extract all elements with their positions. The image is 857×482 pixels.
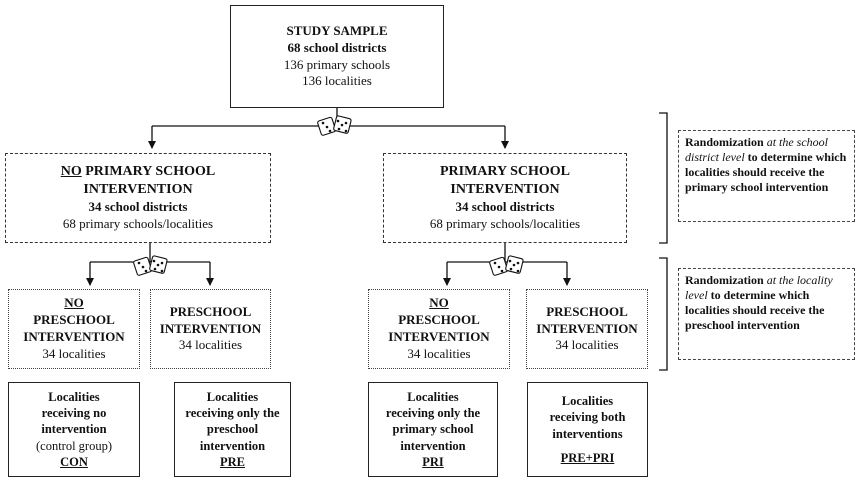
bracket-district [659, 112, 668, 244]
group-box-con: Localities receiving no intervention (co… [8, 382, 140, 477]
no-label: NO [60, 163, 82, 179]
arm-title-line2: INTERVENTION [388, 329, 490, 344]
arm-count: 34 localities [42, 345, 106, 361]
study-sample-box: STUDY SAMPLE 68 school districts 136 pri… [230, 5, 444, 108]
arm-title-line1: PRESCHOOL [169, 303, 252, 319]
bracket-locality [659, 257, 668, 371]
arm-count: 34 localities [555, 337, 619, 353]
group-code: PRI [422, 454, 444, 469]
arm-title-line2: INTERVENTION [23, 329, 125, 344]
arm-count: 34 localities [178, 337, 243, 353]
arm-title-line1: PRESCHOOL [546, 303, 628, 319]
group-line1: Localities [407, 389, 459, 404]
group-line1: Localities [561, 394, 614, 408]
note-bold-start: Randomization [685, 135, 767, 149]
arm-title-line1: PRESCHOOL [33, 312, 115, 328]
group-line2: receiving both [549, 410, 626, 425]
arm-title-line2: INTERVENTION [159, 320, 262, 336]
arm-box-no-preschool-left: NO PRESCHOOL INTERVENTION 34 localities [8, 289, 140, 369]
group-box-pre-pri: Localities receiving both interventions … [527, 382, 648, 477]
group-code: PRE [220, 454, 245, 469]
arm-box-preschool-left: PRESCHOOL INTERVENTION 34 localities [150, 289, 271, 369]
randomization-locality-note: Randomization at the locality level to d… [678, 268, 855, 360]
group-line2: receiving only the [185, 406, 280, 421]
note-bold-end: to determine which localities should rec… [685, 150, 847, 194]
no-primary-title-line1: NO PRIMARY SCHOOL [61, 163, 216, 181]
dice-icon [133, 255, 168, 276]
group-line3: primary school [392, 422, 474, 437]
arm-title-line2: INTERVENTION [536, 320, 638, 336]
group-line4: (control group) [35, 438, 113, 453]
no-primary-title-rest: PRIMARY SCHOOL [81, 163, 216, 179]
group-box-pre: Localities receiving only the preschool … [174, 382, 291, 477]
group-line4: intervention [199, 438, 266, 453]
primary-schools: 68 primary schools/localities [429, 216, 581, 232]
group-code: PRE+PRI [560, 450, 615, 465]
group-line3: intervention [41, 422, 107, 437]
study-sample-districts: 68 school districts [287, 39, 387, 55]
note-italic: the locality level [685, 273, 833, 302]
arm-count: 34 localities [407, 345, 471, 361]
group-code: CON [60, 454, 88, 469]
group-line1: Localities [206, 389, 259, 404]
group-box-pri: Localities receiving only the primary sc… [368, 382, 498, 477]
group-line4: intervention [400, 438, 466, 453]
group-line3: interventions [552, 426, 623, 441]
dice-icon [489, 255, 524, 276]
group-line3: preschool [206, 422, 259, 437]
randomization-district-note: Randomization at the school district lev… [678, 130, 855, 222]
no-primary-school-intervention-box: NO PRIMARY SCHOOL INTERVENTION 34 school… [5, 153, 271, 243]
arm-box-preschool-right: PRESCHOOL INTERVENTION 34 localities [526, 289, 648, 369]
group-line2: receiving no [41, 406, 107, 421]
note-bold-end: to determine which localities should rec… [685, 288, 825, 332]
arm-title-line1: PRESCHOOL [398, 312, 480, 328]
group-line2: receiving only the [385, 406, 481, 421]
primary-title-line1: PRIMARY SCHOOL [439, 163, 571, 179]
note-italic: at the school district level [685, 135, 829, 164]
group-line1: Localities [48, 389, 100, 404]
note-bold-start: Randomization [685, 273, 767, 287]
primary-title-line2: INTERVENTION [450, 182, 560, 198]
note-italic-at: at [766, 273, 780, 287]
dice-icon [317, 115, 352, 136]
no-primary-schools: 68 primary schools/localities [62, 216, 214, 232]
primary-school-intervention-box: PRIMARY SCHOOL INTERVENTION 34 school di… [383, 153, 627, 243]
arm-box-no-preschool-right: NO PRESCHOOL INTERVENTION 34 localities [368, 289, 510, 369]
arm-no-label: NO [429, 295, 449, 311]
arm-no-label: NO [64, 295, 84, 311]
study-sample-title: STUDY SAMPLE [286, 22, 388, 38]
no-primary-title-line2: INTERVENTION [83, 182, 193, 198]
no-primary-districts: 34 school districts [88, 199, 188, 215]
study-sample-schools: 136 primary schools [283, 56, 391, 72]
primary-districts: 34 school districts [455, 199, 555, 215]
study-sample-localities: 136 localities [302, 73, 372, 89]
